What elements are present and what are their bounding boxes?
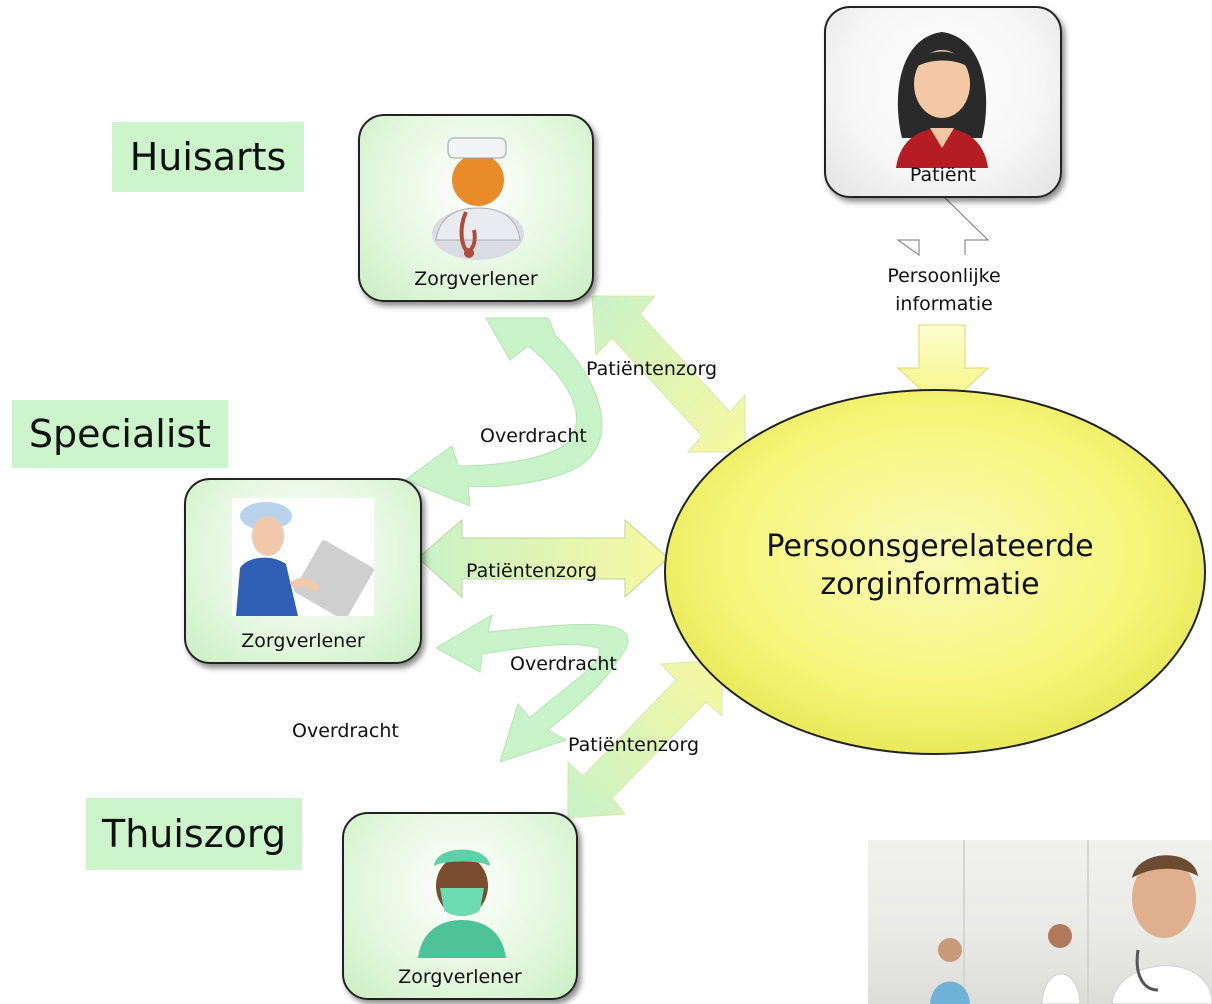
arrow-up-hollow (896, 195, 990, 256)
node-specialist[interactable]: Zorgverlener (184, 478, 422, 664)
arrow-handover-bottom (434, 613, 629, 763)
doctor-icon (432, 137, 524, 260)
role-label-huisarts: Huisarts (112, 122, 304, 192)
node-thuiszorg[interactable]: Zorgverlener (342, 812, 578, 1000)
label-personal-info-line1: Persoonlijke (887, 265, 1001, 287)
node-huisarts[interactable]: Zorgverlener (358, 114, 594, 302)
node-specialist-caption: Zorgverlener (241, 630, 365, 652)
arrow-handover-top (403, 317, 603, 507)
label-handover-middle: Overdracht (510, 653, 617, 675)
label-personal-info-line2: informatie (895, 293, 993, 315)
central-title-line2: zorginformatie (820, 567, 1040, 602)
node-patient-caption: Patiënt (909, 164, 977, 186)
arrow-care-middle (417, 518, 669, 599)
central-title-line1: Persoonsgerelateerde (766, 529, 1094, 564)
node-huisarts-caption: Zorgverlener (414, 268, 538, 290)
label-handover-bottom: Overdracht (292, 720, 399, 742)
nurse-photo (232, 498, 374, 616)
label-care-middle: Patiëntenzorg (466, 560, 598, 582)
label-care-bottom: Patiëntenzorg (568, 734, 700, 756)
role-label-thuiszorg: Thuiszorg (86, 798, 302, 870)
arrow-down-yellow (896, 324, 990, 411)
node-patient[interactable]: Patiënt (824, 6, 1062, 198)
label-handover-top: Overdracht (480, 425, 587, 447)
node-thuiszorg-caption: Zorgverlener (398, 966, 522, 988)
care-staff-photo (868, 840, 1212, 1004)
surgeon-icon (418, 849, 506, 958)
patient-icon (896, 32, 988, 168)
label-care-top: Patiëntenzorg (586, 358, 718, 380)
central-title: Persoonsgerelateerde zorginformatie (700, 528, 1160, 604)
role-label-specialist: Specialist (12, 400, 228, 468)
central-ellipse (664, 389, 1206, 755)
